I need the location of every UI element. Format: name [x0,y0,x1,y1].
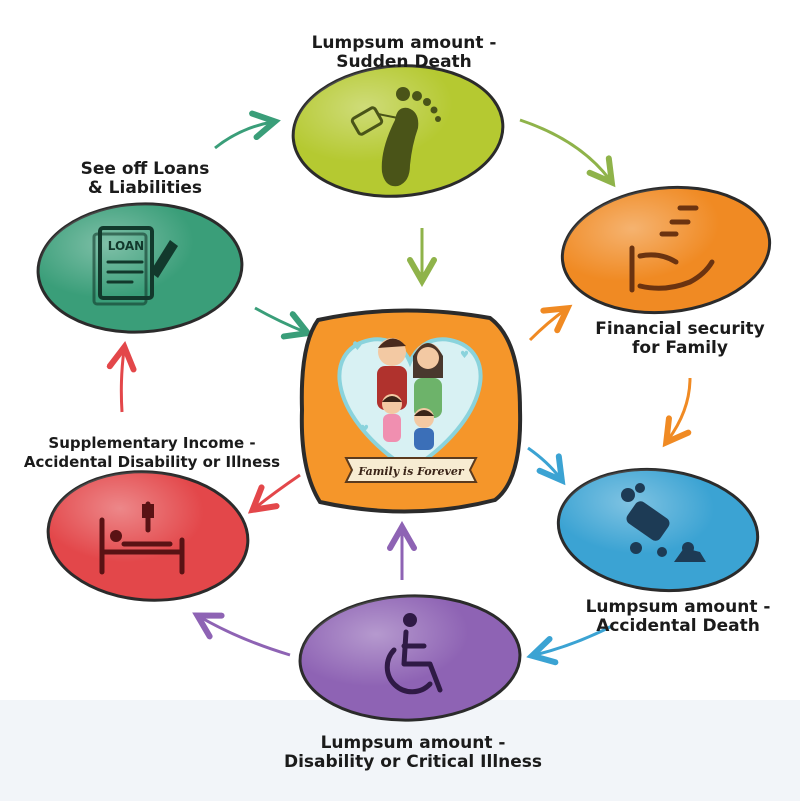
node-supplementary-income [46,470,250,602]
arrow-center-to-accidental-death [527,446,560,478]
node-financial-security [560,185,772,315]
center-banner-text: Family is Forever [357,465,464,478]
arrow-center-to-supplementary [255,473,301,508]
label-accidental-death-line2: Accidental Death [596,616,760,636]
arrow-loans-to-sudden-death [214,122,272,150]
svg-text:♥: ♥ [460,350,469,361]
hand-with-coins-icon [629,205,715,293]
label-sudden-death: Lumpsum amount - Sudden Death [286,34,522,72]
label-critical-illness-line2: Disability or Critical Illness [283,752,543,772]
label-accidental-death-line1: Lumpsum amount - [585,597,771,617]
hospital-bed-icon [99,501,185,575]
label-financial-security: Financial security for Family [580,320,780,358]
arrow-financial-to-accidental-death [668,377,692,440]
car-crash-icon [621,483,706,562]
label-loans-line2: & Liabilities [87,178,203,198]
node-sudden-death [291,64,505,198]
node-critical-illness [298,594,522,722]
node-loans: LOAN [36,202,244,334]
label-accidental-death: Lumpsum amount - Accidental Death [578,598,778,636]
center-family-node: ♥ ♥ ♥ Family is Forever [299,308,523,514]
loan-document-icon: LOAN [92,226,178,306]
arrow-sudden-death-to-financial [519,118,610,180]
label-loans-line1: See off Loans [80,159,210,179]
label-critical-illness-line1: Lumpsum amount - [320,733,506,753]
label-sudden-death-line2: Sudden Death [336,52,472,72]
label-loans: See off Loans & Liabilities [60,160,230,198]
label-financial-security-line2: for Family [632,338,728,358]
footprint-with-tag-icon [350,87,441,187]
node-accidental-death [556,467,760,593]
svg-text:♥: ♥ [360,424,369,435]
family-heart-icon: ♥ ♥ ♥ [337,337,483,473]
svg-text:♥: ♥ [352,339,363,353]
loan-icon-text: LOAN [108,239,144,253]
label-supplementary-income-line1: Supplementary Income - [48,434,256,452]
label-sudden-death-line1: Lumpsum amount - [311,33,497,53]
label-supplementary-income: Supplementary Income - Accidental Disabi… [2,434,302,472]
wheelchair-icon [384,613,443,695]
arrow-critical-to-supplementary [200,617,291,657]
label-supplementary-income-line2: Accidental Disability or Illness [23,453,281,471]
label-financial-security-line1: Financial security [595,319,765,339]
arrow-loans-to-center [254,306,305,332]
center-banner: Family is Forever [344,457,478,483]
arrow-accidental-death-to-critical [535,624,613,655]
label-critical-illness: Lumpsum amount - Disability or Critical … [258,734,568,772]
arrow-supplementary-to-loans [121,350,124,413]
arrow-center-to-financial [528,310,565,342]
